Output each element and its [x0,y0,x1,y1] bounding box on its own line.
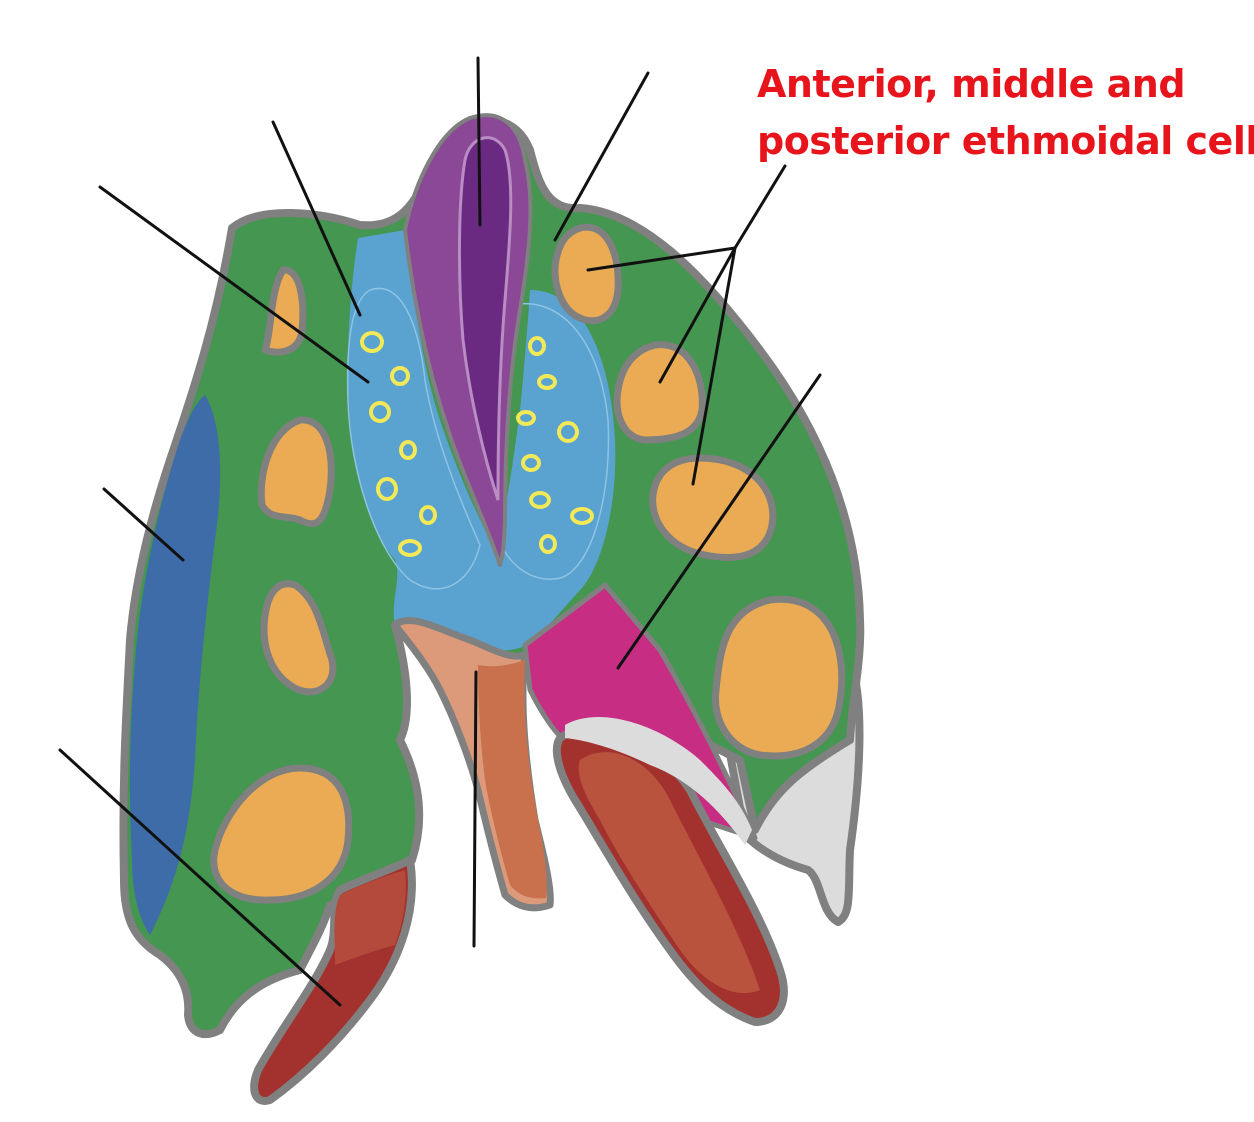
crista-galli-inner [457,136,513,501]
ethmoidal-cell [613,341,706,444]
foramen-ring [557,421,579,443]
ethmoidal-cell [257,416,335,528]
foramen-ring [398,539,422,557]
leader-lines [58,56,822,1007]
leader-line [586,246,737,272]
ethmoidal-cells-label: Anterior, middle and posterior ethmoidal… [757,56,1254,170]
foramen-ring [539,534,557,554]
leader-line [691,246,737,486]
leader-line [102,487,185,562]
leader-line [58,748,342,1007]
label-line-1: Anterior, middle and [757,62,1186,106]
leader-line [553,71,650,242]
leader-line [733,164,787,250]
cribriform-foramina [360,331,594,557]
ethmoidal-cell [551,223,622,325]
leader-line [476,56,482,227]
foramen-ring [360,331,384,353]
concha-gray-fold [565,717,752,845]
foramen-ring [570,507,594,525]
foramen-ring [399,440,417,460]
foramen-ring [390,366,410,386]
left-cribriform-lobe [346,287,481,590]
orbital-plate-blue [129,395,221,935]
leader-line [658,246,737,384]
cribriform-plate-blue [347,230,616,651]
leader-line [98,185,370,384]
foramen-ring [376,477,398,501]
leader-line [616,373,822,670]
label-line-2: posterior ethmoidal cells [757,119,1254,163]
foramen-ring [537,374,557,390]
leader-line [472,670,478,948]
ethmoidal-cell [649,454,777,561]
ethmoidal-cell [261,266,307,356]
foramen-ring [528,336,546,356]
perpendicular-plate-shade [478,660,547,899]
middle-nasal-concha-left-upper [334,870,406,965]
ethmoidal-cell [210,764,353,904]
ethmoidal-cell [711,595,846,760]
middle-nasal-concha-right-inner [578,752,760,994]
foramen-ring [521,454,541,472]
leader-line [271,120,362,317]
foramen-ring [529,491,551,509]
left-ethmoidal-cells [210,266,353,904]
right-ethmoidal-cells [551,223,846,760]
ethmoidal-cell [260,580,337,696]
foramen-ring [369,401,391,423]
foramen-ring [419,505,437,525]
foramen-ring [516,410,536,426]
